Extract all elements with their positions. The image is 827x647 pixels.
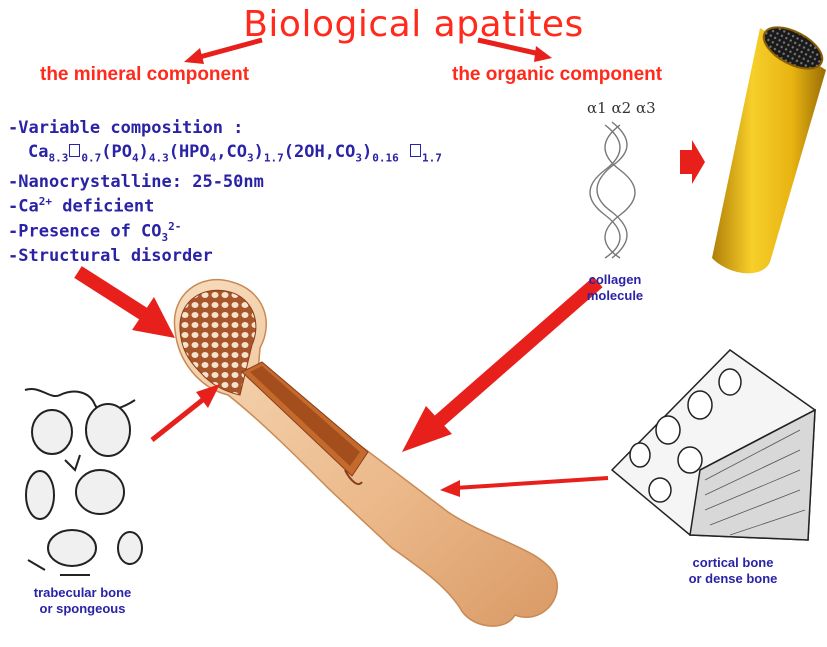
cortical-bone-label: cortical bone or dense bone <box>668 555 798 587</box>
cortical-bone-sketch <box>612 350 815 540</box>
alpha-1-label: α1 <box>587 99 607 117</box>
arrow-to-organic <box>478 40 540 54</box>
helix-alpha-labels: α1 α2 α3 <box>587 99 656 117</box>
collagen-fiber-cylinder <box>712 19 827 273</box>
arrow-to-mineral <box>196 40 262 58</box>
arrows <box>78 140 705 497</box>
alpha-2-label: α2 <box>611 99 631 117</box>
trabecular-bone-sketch <box>22 378 142 578</box>
collagen-molecule-label: collagen molecule <box>570 272 660 304</box>
femur-bone <box>174 280 557 626</box>
alpha-3-label: α3 <box>636 99 656 117</box>
trabecular-bone-label: trabecular bone or spongeous <box>10 585 155 617</box>
collagen-triple-helix <box>590 122 635 258</box>
